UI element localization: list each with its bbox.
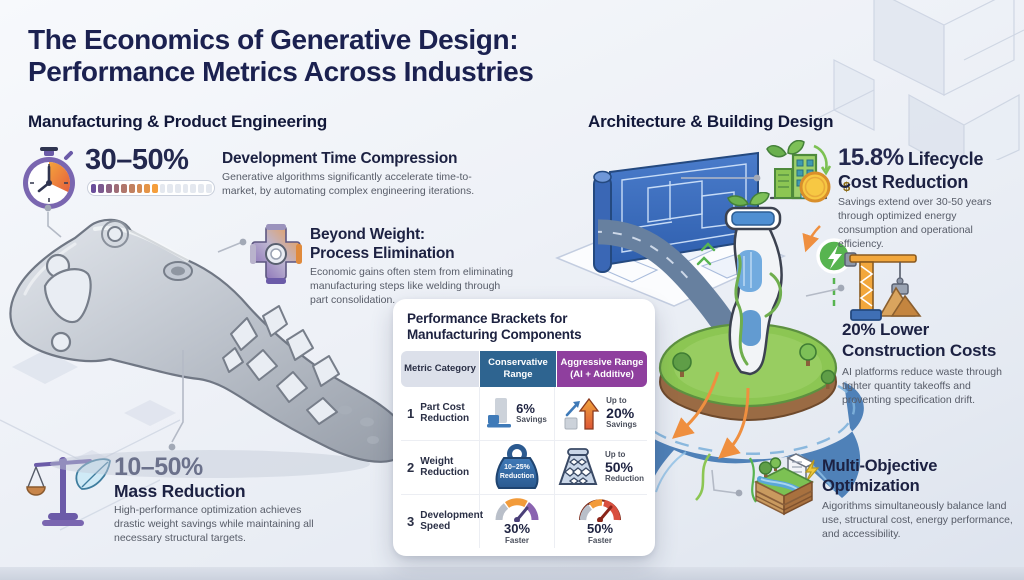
row-number: 2: [407, 459, 415, 475]
mass-heading: Mass Reduction: [114, 481, 246, 501]
table-title-line1: Performance Brackets for: [407, 311, 568, 326]
lifecycle-value: 15.8%: [838, 144, 904, 171]
progress-segment: [128, 183, 135, 193]
table-header-row: Metric Category Conservative Range Aggre…: [401, 350, 647, 387]
progress-segment: [90, 183, 97, 193]
process-body: Economic gains often stem from eliminati…: [310, 266, 514, 306]
conservative-unit: Savings: [516, 415, 547, 425]
tower-illustration: [598, 192, 864, 504]
table-row-part-cost: 1 Part Cost Reduction 6% Savings: [401, 386, 647, 441]
progress-segment: [190, 183, 197, 193]
conservative-value: 30%: [503, 521, 531, 537]
page-title-line1: The Economics of Generative Design:: [28, 24, 519, 55]
mass-body: High-performance optimization achieves d…: [114, 504, 314, 544]
machined-part-icon: [250, 224, 302, 284]
progress-segment: [159, 183, 166, 193]
conservative-value: 6%: [516, 400, 535, 416]
gauge-50-icon: [579, 499, 621, 523]
construction-body: AI platforms reduce waste through tighte…: [842, 366, 1002, 406]
corner-decoration-top-right: [814, 0, 1024, 160]
multi-objective-heading-line1: Multi-Objective: [822, 457, 938, 475]
row-number: 3: [407, 513, 415, 529]
performance-table-card: Performance Brackets for Manufacturing C…: [393, 299, 655, 556]
terrain-block-icon: [753, 453, 820, 516]
lattice-weight-icon: [558, 448, 598, 486]
mass-value: 10–50%: [114, 453, 203, 481]
progress-segment: [198, 183, 204, 193]
kettlebell-weight-icon: [495, 444, 539, 490]
column-header-aggressive: Aggressive Range (AI + Additive): [557, 350, 647, 387]
stopwatch-icon: [23, 147, 75, 209]
section-heading-manufacturing: Manufacturing & Product Engineering: [28, 112, 328, 131]
table-title: Performance Brackets for Manufacturing C…: [407, 311, 647, 343]
row-category: Development Speed: [420, 509, 484, 533]
progress-segment: [113, 183, 120, 193]
row-number: 1: [407, 405, 415, 421]
conservative-value: 10–25%: [504, 464, 530, 472]
coin-dollar-symbol: $: [843, 179, 851, 194]
lifecycle-heading: 15.8% Lifecycle Cost Reduction: [838, 144, 983, 194]
table-row-dev-speed: 3 Development Speed 30% Faster: [401, 494, 647, 548]
progress-segment: [105, 183, 112, 193]
balance-scale-icon: [26, 457, 111, 526]
column-header-conservative: Conservative Range: [480, 350, 556, 387]
dev-time-value: 30–50%: [85, 144, 189, 176]
row-category: Part Cost Reduction: [420, 401, 470, 425]
construction-heading-line2: Construction Costs: [842, 340, 997, 360]
table-row-weight: 2 Weight Reduction 10–25% Reduction: [401, 440, 647, 495]
progress-segment: [144, 183, 150, 193]
progress-segment: [167, 183, 174, 193]
progress-segment: [205, 183, 212, 193]
page-title: The Economics of Generative Design: Perf…: [28, 24, 534, 89]
bar-chart-icon: [487, 397, 512, 428]
row-category: Weight Reduction: [420, 455, 470, 479]
progress-segment: [121, 183, 127, 193]
progress-segment: [98, 183, 104, 193]
lifecycle-heading-rest: Lifecycle: [908, 149, 984, 169]
bracket-illustration: [9, 218, 410, 478]
growth-arrow-icon: [564, 398, 600, 430]
crane-icon: [844, 252, 922, 321]
aggressive-unit: Reduction: [604, 474, 645, 484]
progress-segment: [175, 183, 181, 193]
progress-segment: [152, 183, 158, 193]
aggressive-unit: Savings: [606, 420, 637, 430]
multi-objective-heading-line2: Optimization: [822, 477, 920, 496]
progress-segment: [182, 183, 189, 193]
aggressive-value: 50%: [586, 521, 614, 537]
green-building-icon: [766, 140, 832, 203]
process-heading-line2: Process Elimination: [310, 244, 455, 262]
process-heading: Beyond Weight: Process Elimination: [310, 226, 455, 264]
lifecycle-body: Savings extend over 30-50 years through …: [838, 196, 992, 250]
dev-time-body: Generative algorithms significantly acce…: [222, 171, 475, 197]
aggressive-prefix: Up to: [606, 395, 627, 405]
conservative-unit: Faster: [504, 535, 529, 545]
page-title-line2: Performance Metrics Across Industries: [28, 56, 534, 88]
multi-objective-body: Aigorithms simultaneously balance land u…: [822, 500, 1013, 540]
dev-time-progress-bar: [87, 180, 215, 196]
construction-heading-line1: 20% Lower: [842, 320, 930, 339]
lifecycle-heading-line2: Cost Reduction: [838, 172, 969, 192]
table-title-line2: Manufacturing Components: [407, 326, 582, 342]
process-heading-line1: Beyond Weight:: [310, 226, 425, 243]
progress-segment: [136, 183, 143, 193]
aggressive-value: 50%: [604, 458, 633, 475]
conservative-unit: Reduction: [499, 473, 535, 481]
column-header-metric-category: Metric Category: [401, 350, 479, 387]
aggressive-value: 20%: [606, 404, 635, 421]
bottom-gradient-band: [0, 567, 1024, 580]
aggressive-prefix: Up to: [604, 449, 626, 459]
aggressive-unit: Faster: [587, 535, 612, 545]
gauge-30-icon: [495, 498, 539, 523]
construction-heading: 20% Lower Construction Costs: [842, 320, 996, 361]
section-heading-architecture: Architecture & Building Design: [588, 112, 834, 131]
dev-time-heading: Development Time Compression: [222, 150, 458, 167]
multi-objective-heading: Multi-Objective Optimization: [822, 456, 937, 496]
